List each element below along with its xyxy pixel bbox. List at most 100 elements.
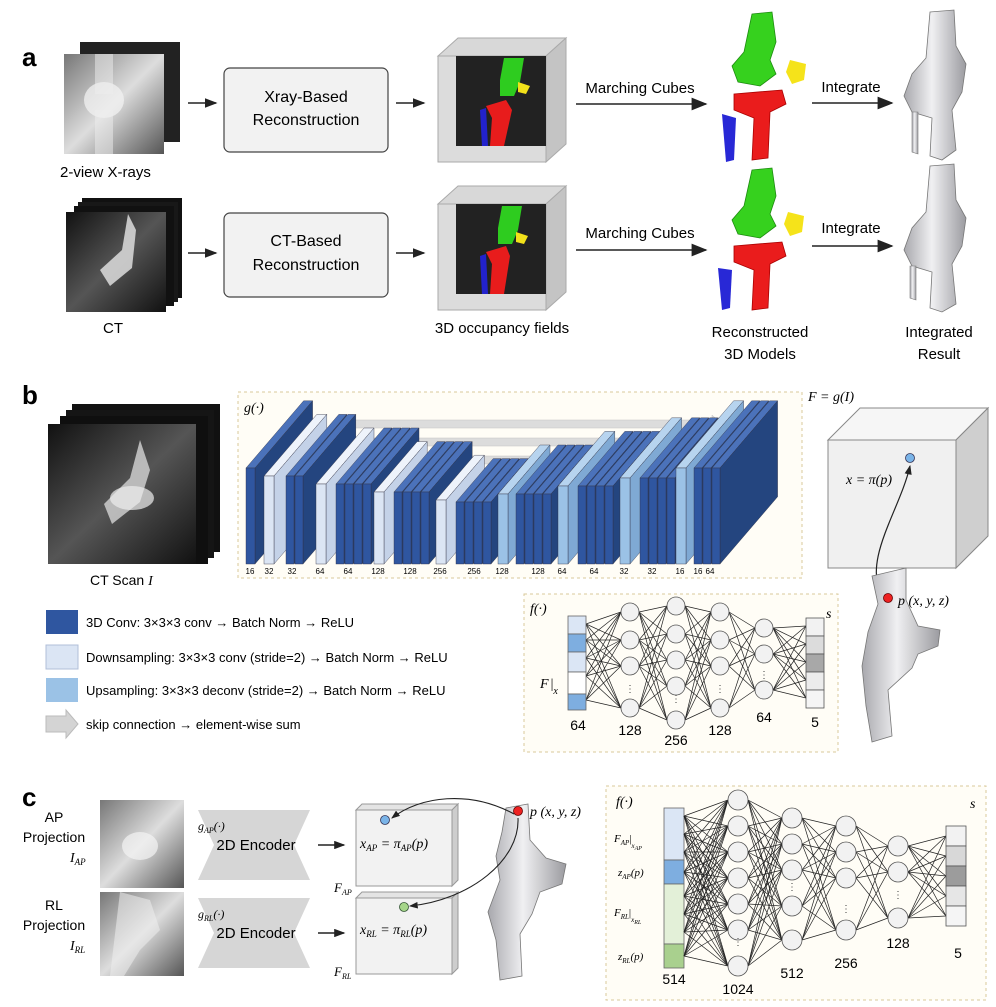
mlp-ellipsis: ⋮ bbox=[733, 937, 743, 948]
integrated-knee-xray bbox=[903, 9, 967, 161]
mlp-node bbox=[835, 841, 857, 863]
x-ap-label: xAP = πAP(p) bbox=[359, 837, 428, 853]
mlp-node bbox=[620, 656, 640, 676]
integrate-label-1: Integrate bbox=[821, 79, 880, 96]
xray-image-stack bbox=[64, 42, 180, 154]
mlp-node bbox=[666, 676, 686, 696]
legend-swatch-down bbox=[45, 644, 79, 670]
rl-label-2: Projection bbox=[23, 917, 85, 933]
mlp-c-edges bbox=[683, 799, 947, 967]
feature-cube-label: F = g(I) bbox=[807, 390, 854, 405]
occupancy-cube-ct bbox=[436, 184, 568, 312]
mlp-b-edges bbox=[585, 605, 807, 721]
mlp-node bbox=[781, 833, 803, 855]
mlp-b-layer-1: 128 bbox=[618, 722, 642, 738]
unet-channel-label: 64 bbox=[590, 567, 599, 576]
models-caption-1: Reconstructed bbox=[712, 324, 809, 341]
ct-reconstruction-box: CT-Based Reconstruction bbox=[223, 212, 389, 298]
bone-parts-xray bbox=[722, 11, 806, 162]
mlp-ellipsis: ⋮ bbox=[893, 890, 903, 901]
mlp-input-cell bbox=[567, 615, 587, 635]
bone-parts-ct bbox=[718, 167, 804, 311]
unet-channel-label: 128 bbox=[495, 567, 509, 576]
mlp-node bbox=[835, 815, 857, 837]
mlp-ellipsis: ⋮ bbox=[787, 882, 797, 893]
mlp-node bbox=[835, 867, 857, 889]
unet-channel-label: 128 bbox=[371, 567, 385, 576]
legend-skip-arrow bbox=[45, 708, 79, 740]
p-label-c: p (x, y, z) bbox=[529, 805, 581, 820]
rl-label-1: RL bbox=[45, 897, 63, 913]
mlp-output-cell bbox=[805, 635, 825, 655]
mlp-output-cell bbox=[805, 689, 825, 709]
legend-swatch-up bbox=[46, 678, 78, 702]
legend-up: Upsampling: 3×3×3 deconv (stride=2) → Ba… bbox=[86, 683, 445, 698]
result-caption-2: Result bbox=[918, 346, 961, 363]
unet-channel-label: 256 bbox=[433, 567, 447, 576]
mlp-ellipsis: ⋮ bbox=[841, 904, 851, 915]
ct-image-stack-a bbox=[66, 198, 182, 312]
ap-encoder-label: 2D Encoder bbox=[216, 837, 295, 854]
xray-reconstruction-box: Xray-Based Reconstruction bbox=[223, 67, 389, 153]
mlp-input-cell bbox=[567, 671, 587, 695]
mlp-node bbox=[666, 710, 686, 730]
knee-model-b bbox=[861, 567, 941, 743]
unet-channel-label: 32 bbox=[288, 567, 297, 576]
projection-arrow-ap bbox=[391, 798, 515, 819]
ap-encoder: 2D Encoder bbox=[198, 810, 310, 880]
mlp-node bbox=[727, 815, 749, 837]
mlp-c-input-vector bbox=[663, 807, 685, 969]
knee-model-c bbox=[487, 803, 567, 981]
ap-projection-image bbox=[100, 800, 184, 888]
mlp-node bbox=[781, 895, 803, 917]
rl-projection-image bbox=[100, 892, 184, 976]
mlp-node bbox=[887, 835, 909, 857]
mlp-node bbox=[781, 929, 803, 951]
mlp-input-cell bbox=[567, 633, 587, 653]
unet-channel-label: 64 bbox=[344, 567, 353, 576]
x-rl-label: xRL = πRL(p) bbox=[359, 923, 427, 939]
mlp-node bbox=[710, 630, 730, 650]
mlp-ellipsis: ⋮ bbox=[759, 670, 769, 681]
rl-encoder-label: 2D Encoder bbox=[216, 925, 295, 942]
mlp-node bbox=[620, 630, 640, 650]
ct-caption-a: CT bbox=[103, 320, 123, 337]
mlp-c-layer-3: 256 bbox=[834, 955, 858, 971]
ct-scan-caption: CT Scan I bbox=[90, 572, 154, 589]
ap-label-2: Projection bbox=[23, 829, 85, 845]
mlp-c-layer-5: 5 bbox=[954, 945, 962, 961]
rl-encoder: 2D Encoder bbox=[198, 898, 310, 968]
mlp-node bbox=[666, 650, 686, 670]
unet-channel-label: 32 bbox=[265, 567, 274, 576]
mlp-output-cell bbox=[945, 825, 967, 847]
rl-symbol: IRL bbox=[69, 939, 85, 955]
projection-arrow-rl bbox=[408, 817, 519, 909]
mlp-node bbox=[620, 698, 640, 718]
mlp-b-layer-3: 128 bbox=[708, 722, 732, 738]
mlp-node bbox=[727, 789, 749, 811]
mlp-node bbox=[887, 907, 909, 929]
legend-skip: skip connection → element-wise sum bbox=[86, 717, 301, 732]
mlp-node bbox=[754, 618, 774, 638]
mlp-c-input-zap: zAP(p) bbox=[617, 867, 644, 881]
mlp-output-cell bbox=[805, 617, 825, 637]
mlp-output-cell bbox=[945, 845, 967, 867]
f-rl-label: FRL bbox=[333, 964, 352, 981]
projected-point-b bbox=[905, 453, 915, 463]
mlp-output-cell bbox=[945, 885, 967, 907]
legend-conv: 3D Conv: 3×3×3 conv → Batch Norm → ReLU bbox=[86, 615, 354, 630]
mlp-b-layer-5: 5 bbox=[811, 714, 819, 730]
panel-b-letter: b bbox=[22, 380, 38, 410]
mlp-node bbox=[887, 861, 909, 883]
ap-label-1: AP bbox=[45, 809, 64, 825]
legend: 3D Conv: 3×3×3 conv → Batch Norm → ReLU … bbox=[45, 610, 448, 740]
output-label-c: s bbox=[970, 797, 976, 812]
mlp-output-cell bbox=[805, 653, 825, 673]
mlp-input-cell bbox=[567, 651, 587, 673]
x-projection-label-b: x = π(p) bbox=[845, 473, 892, 488]
unet-channel-label: 16 bbox=[246, 567, 255, 576]
occupancy-cube-xray bbox=[436, 36, 568, 164]
unet-channel-label: 128 bbox=[403, 567, 417, 576]
query-point-b bbox=[883, 593, 893, 603]
